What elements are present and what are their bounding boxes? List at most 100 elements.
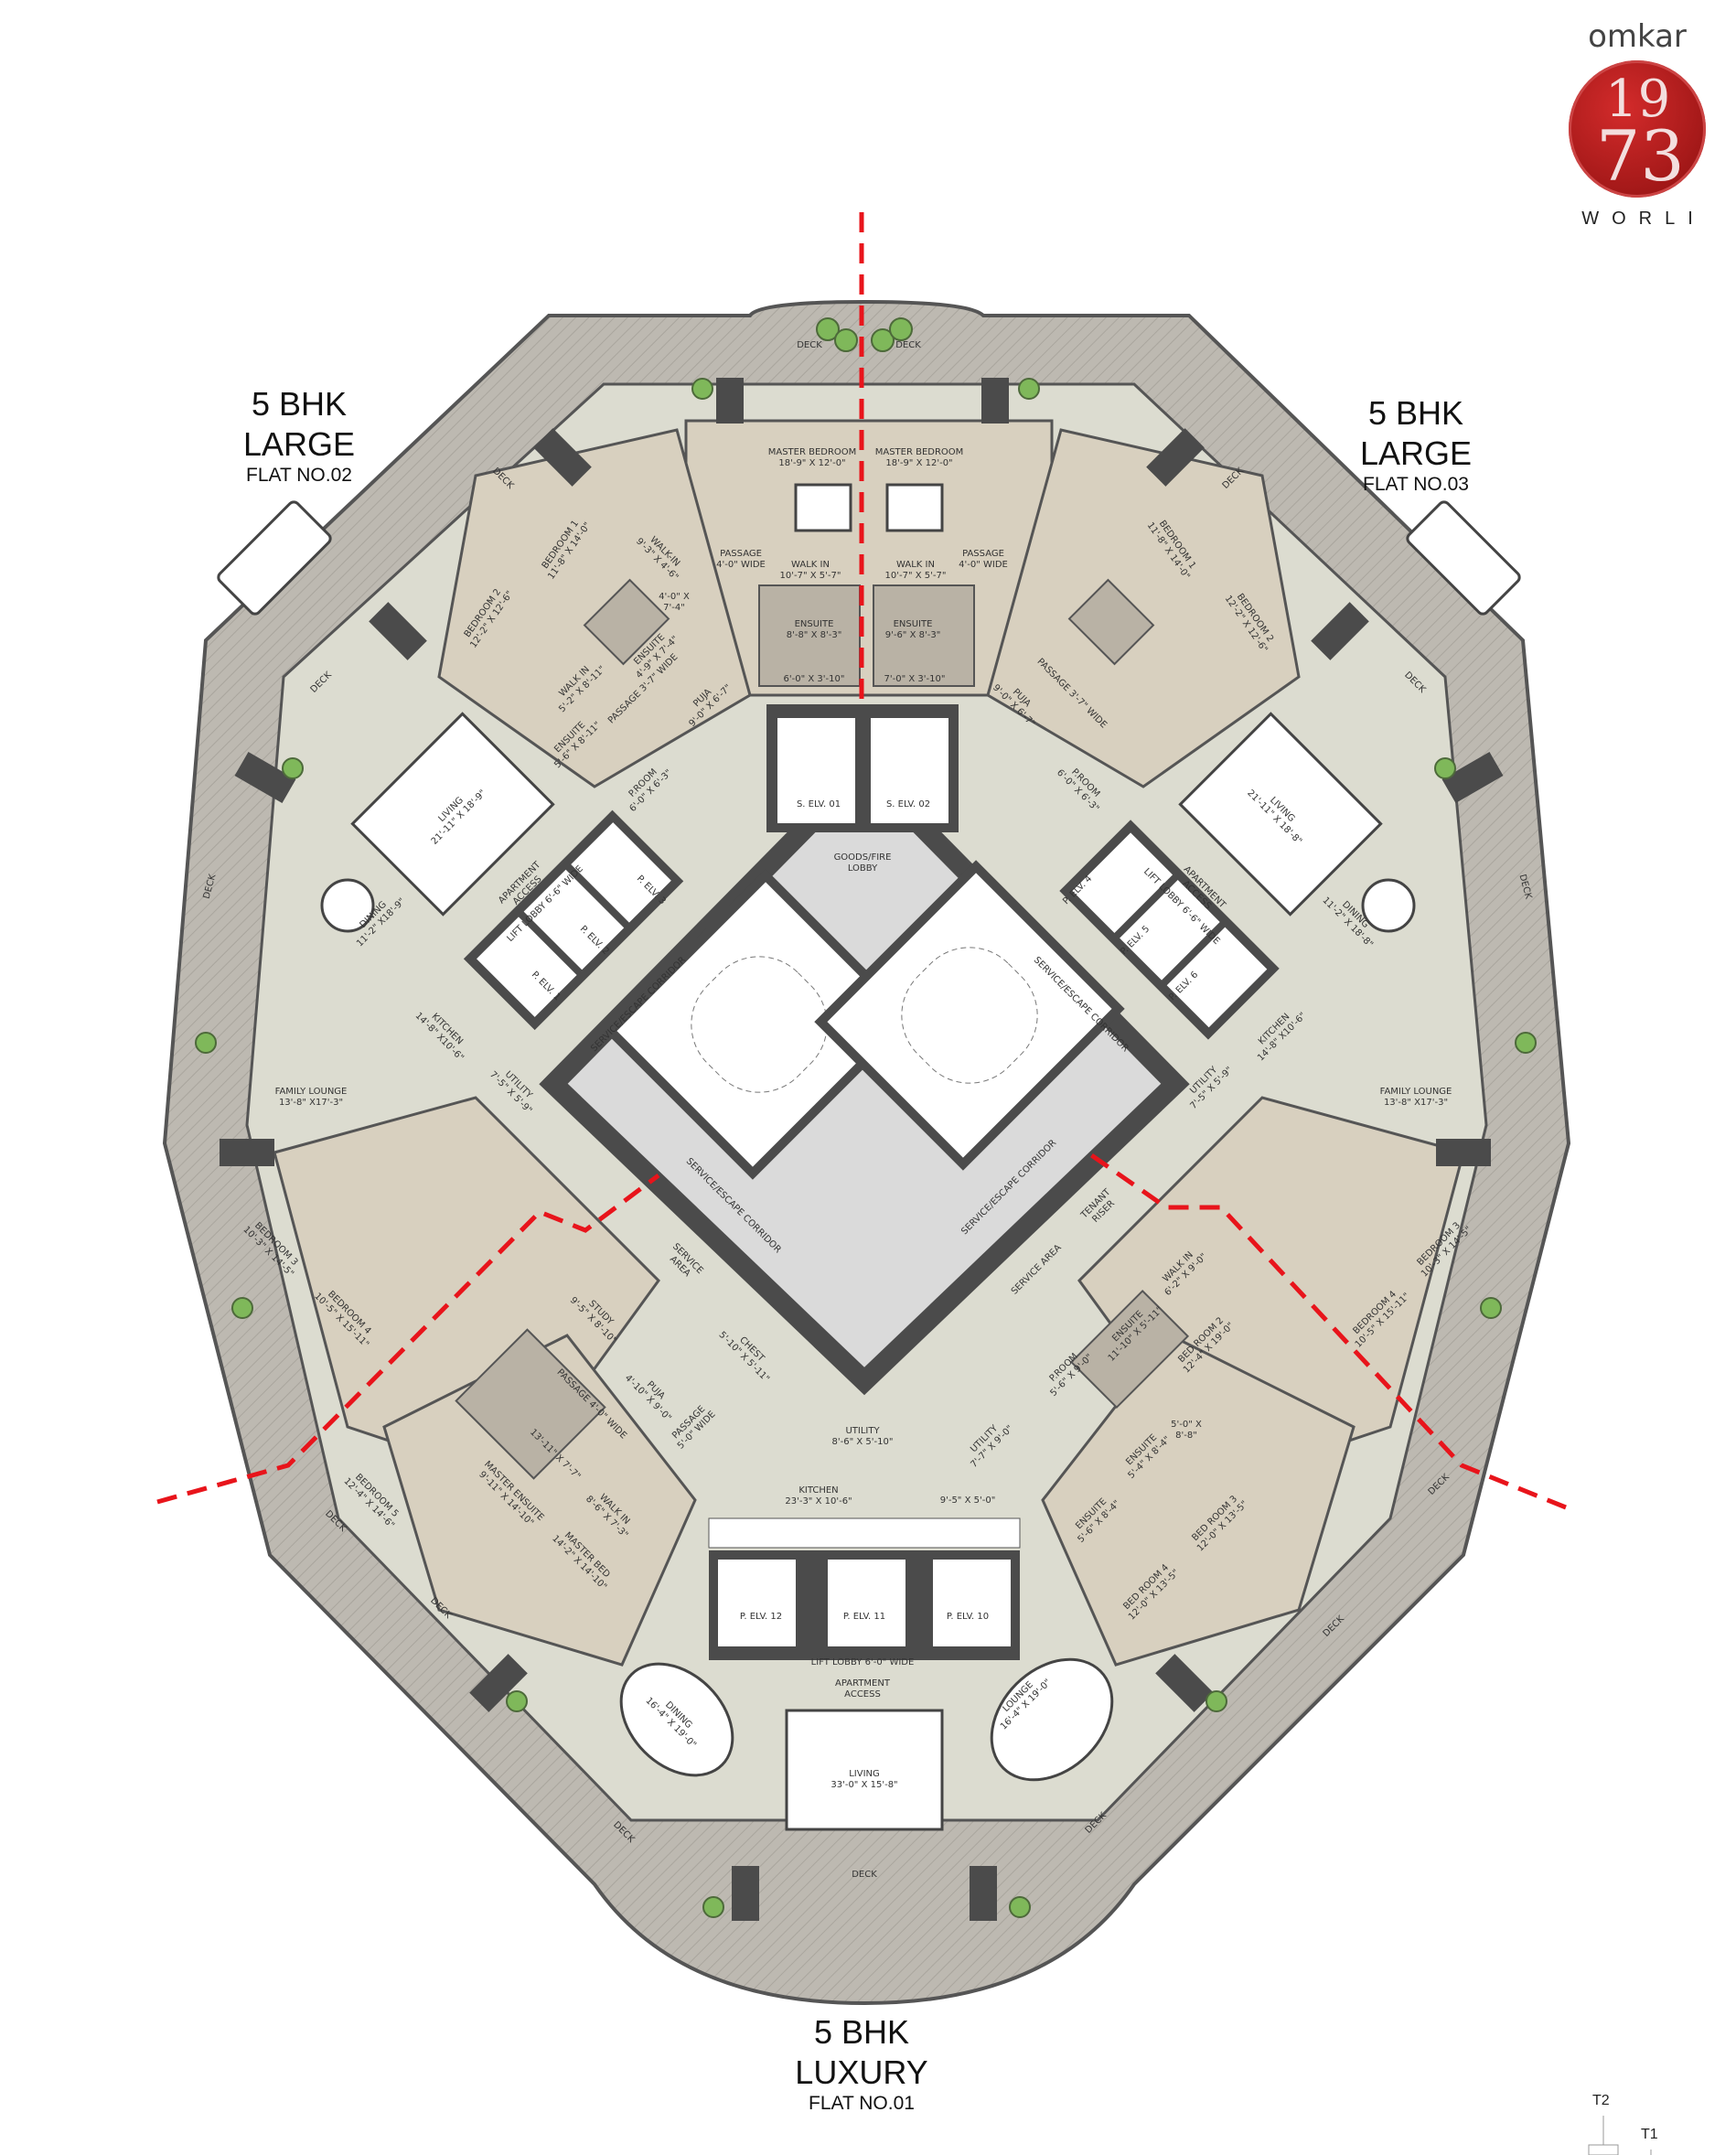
staircase-right [814, 860, 1125, 1171]
room-label-selv1: S. ELV. 01 [797, 799, 841, 809]
logo-emblem: 19 73 [1569, 60, 1706, 198]
staircase-left [604, 869, 915, 1180]
elevators-left [463, 809, 684, 1031]
room-name: DECK [895, 340, 921, 350]
room-name: P. ELV. 12 [740, 1612, 782, 1622]
room-dimensions: 13'-8" X17'-3" [279, 1098, 343, 1108]
room-label-t-sh-r: 7'-0" X 3'-10" [884, 674, 946, 684]
room-dimensions: 8'-8" X 8'-3" [787, 630, 842, 640]
room-dimensions: 13'-8" X17'-3" [1384, 1098, 1448, 1108]
room-dimensions: 33'-0" X 15'-8" [830, 1780, 897, 1790]
room-label-br-small: 5'-0" X8'-8" [1171, 1420, 1202, 1441]
room-name: GOODS/FIRE [834, 852, 892, 863]
flat-variant: LARGE [1359, 434, 1473, 472]
flat-number: FLAT NO.01 [809, 2093, 915, 2114]
room-dimensions: 18'-9" X 12'-0" [885, 458, 952, 468]
flat-type: 5 BHK [813, 2013, 910, 2051]
flat-01-title: 5 BHK LUXURY FLAT NO.01 [770, 2012, 953, 2115]
flat-variant: LUXURY [795, 2053, 928, 2091]
flat-division-lines [156, 212, 1567, 1510]
room-name: LIFT LOBBY 6'-0" WIDE [811, 1657, 915, 1667]
room-name: FAMILY LOUNGE [1380, 1087, 1452, 1097]
planters [195, 317, 1537, 1918]
room-dimensions: 8'-8" [1175, 1431, 1197, 1441]
room-dimensions: 18'-9" X 12'-0" [778, 458, 845, 468]
room-label-pelv10: P. ELV. 10 [947, 1612, 989, 1622]
flat-02-title: 5 BHK LARGE FLAT NO.02 [208, 384, 391, 487]
room-dimensions: 4'-0" WIDE [959, 560, 1008, 570]
room-name: UTILITY [845, 1426, 880, 1436]
room-name: PASSAGE [962, 549, 1004, 559]
flat-03-title: 5 BHK LARGE FLAT NO.03 [1324, 393, 1507, 496]
room-label-b-lobby: LIFT LOBBY 6'-0" WIDE [811, 1657, 915, 1667]
room-name: 5'-0" X [1171, 1420, 1202, 1430]
bedroom-wings [273, 419, 1465, 1667]
room-name: ENSUITE [795, 619, 834, 629]
room-name: LIVING [849, 1769, 880, 1779]
elevators-right [1059, 820, 1280, 1040]
room-name: KITCHEN [798, 1485, 838, 1496]
room-name: APARTMENT [835, 1678, 891, 1689]
room-name: 9'-5" X 5'-0" [940, 1496, 996, 1506]
furniture [217, 483, 1521, 1831]
room-dimensions: 8'-6" X 5'-10" [832, 1437, 894, 1447]
flat-number: FLAT NO.02 [246, 465, 352, 486]
room-label-l-small: 4'-0" X7'-4" [659, 592, 690, 613]
room-label-pelv11: P. ELV. 11 [843, 1612, 885, 1622]
logo-number-bottom: 73 [1596, 115, 1685, 197]
room-name: S. ELV. 02 [886, 799, 930, 809]
room-name: MASTER BEDROOM [768, 447, 857, 457]
columns [220, 378, 1504, 1921]
room-name: 4'-0" X [659, 592, 690, 602]
room-name: MASTER BEDROOM [875, 447, 964, 457]
service-elevators [766, 704, 959, 832]
logo-brand: omkar [1588, 18, 1687, 55]
flat-variant: LARGE [242, 425, 356, 463]
key-plan-t2: T2 [1592, 2093, 1610, 2108]
room-dimensions: 10'-7" X 5'-7" [780, 571, 841, 581]
room-dimensions: 4'-0" WIDE [716, 560, 766, 570]
room-name: DECK [852, 1870, 877, 1880]
room-name: WALK IN [896, 560, 935, 570]
room-label-pelv12: P. ELV. 12 [740, 1612, 782, 1622]
omkar-1973-logo: omkar 19 73 WORLI [1555, 18, 1720, 230]
room-label-t-sh-l: 6'-0" X 3'-10" [784, 674, 845, 684]
room-name: FAMILY LOUNGE [275, 1087, 348, 1097]
room-name: P. ELV. 10 [947, 1612, 989, 1622]
key-plan-t1: T1 [1641, 2127, 1658, 2142]
flat-type: 5 BHK [1367, 394, 1464, 432]
wet-areas [455, 578, 1190, 1480]
flat-number: FLAT NO.03 [1363, 474, 1469, 495]
room-name: 6'-0" X 3'-10" [784, 674, 845, 684]
room-label-b-store: 9'-5" X 5'-0" [940, 1496, 996, 1506]
room-label-b-deck1: DECK [852, 1870, 877, 1880]
room-name: S. ELV. 01 [797, 799, 841, 809]
room-dimensions: 9'-6" X 8'-3" [885, 630, 941, 640]
room-label-selv2: S. ELV. 02 [886, 799, 930, 809]
room-dimensions: 7'-4" [663, 603, 685, 613]
room-name: 7'-0" X 3'-10" [884, 674, 946, 684]
room-dimensions: ACCESS [844, 1689, 881, 1699]
room-dimensions: 23'-3" X 10'-6" [785, 1496, 852, 1506]
room-name: P. ELV. 11 [843, 1612, 885, 1622]
room-name: PASSAGE [720, 549, 762, 559]
room-dimensions: 10'-7" X 5'-7" [885, 571, 947, 581]
room-dimensions: LOBBY [848, 863, 878, 874]
room-name: DECK [797, 340, 822, 350]
room-name: ENSUITE [894, 619, 933, 629]
